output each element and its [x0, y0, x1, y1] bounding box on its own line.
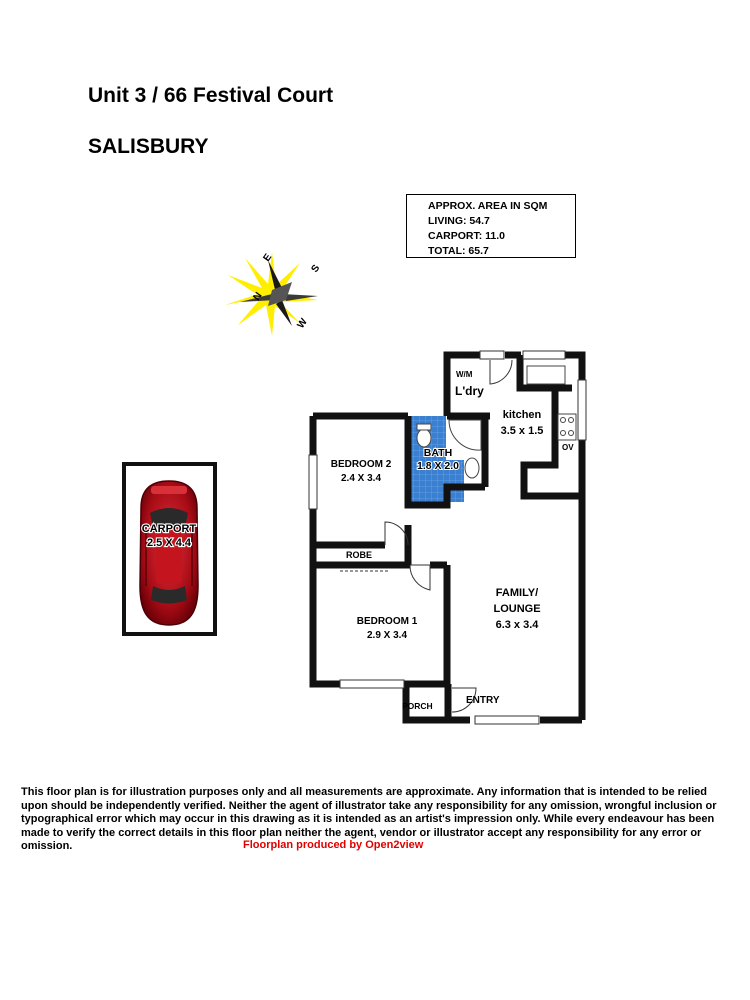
shower-icon [448, 419, 482, 451]
laundry-label: L'dry [455, 384, 484, 398]
family-label-line1: FAMILY/ [496, 587, 538, 599]
toilet-icon [416, 428, 432, 448]
lounge-window [474, 715, 540, 725]
kitchen-window [522, 350, 566, 360]
robe-label: ROBE [346, 550, 372, 560]
bedroom1-size-label: 2.9 X 3.4 [367, 630, 407, 641]
bath-basin-icon [464, 457, 480, 479]
carport: CARPORT 2.5 X 4.4 [122, 462, 217, 636]
area-carport: CARPORT: 11.0 [428, 230, 506, 242]
family-label-line2: LOUNGE [493, 603, 540, 615]
windows [308, 350, 587, 725]
kitchen-size-label: 3.5 x 1.5 [501, 425, 544, 437]
area-heading: APPROX. AREA IN SQM [428, 200, 548, 212]
credit-text: Floorplan produced by Open2view [243, 839, 424, 851]
car-icon [139, 480, 199, 626]
porch-label: PORCH [402, 701, 433, 711]
room-labels: W/M L'dry kitchen 3.5 x 1.5 OV BATH 1.8 … [331, 370, 575, 711]
area-living: LIVING: 54.7 [428, 215, 490, 227]
cooktop-icon [557, 413, 577, 441]
bedroom1-window [339, 679, 405, 689]
laundry-window [479, 350, 505, 360]
carport-name-label: CARPORT [142, 523, 197, 535]
bath-size-label: 1.8 X 2.0 [417, 460, 459, 472]
bedroom2-size-label: 2.4 X 3.4 [341, 473, 381, 484]
kitchen-side-window [577, 379, 587, 441]
doors [340, 359, 513, 713]
property-address: Unit 3 / 66 Festival Court [88, 84, 334, 107]
bedroom2-door [384, 521, 409, 546]
wm-label: W/M [456, 370, 473, 379]
area-total: TOTAL: 65.7 [428, 245, 489, 257]
compass-rose: N E S W [225, 252, 322, 336]
toilet-cistern-icon [416, 423, 432, 431]
bedroom1-door [409, 564, 431, 591]
carport-size-label: 2.5 X 4.4 [147, 537, 192, 549]
property-suburb: SALISBURY [88, 135, 209, 158]
bedroom1-name-label: BEDROOM 1 [357, 616, 418, 627]
bedroom2-window [308, 454, 318, 510]
disclaimer-text: This floor plan is for illustration purp… [21, 786, 717, 853]
walls [309, 351, 586, 724]
compass-west-label: W [295, 316, 310, 331]
fixtures [416, 365, 577, 479]
entry-label: ENTRY [466, 695, 500, 706]
family-size-label: 6.3 x 3.4 [496, 619, 540, 631]
entry-door [451, 687, 477, 713]
kitchen-name-label: kitchen [503, 409, 542, 421]
oven-label: OV [562, 443, 574, 452]
bath-name-label: BATH [424, 447, 452, 459]
carport-outline [122, 462, 217, 636]
area-summary-box: APPROX. AREA IN SQM LIVING: 54.7 CARPORT… [406, 194, 576, 258]
kitchen-sink-icon [526, 365, 566, 385]
compass-star [240, 260, 318, 326]
compass-south-label: S [309, 263, 322, 275]
laundry-door [489, 359, 513, 385]
bedroom2-name-label: BEDROOM 2 [331, 459, 392, 470]
